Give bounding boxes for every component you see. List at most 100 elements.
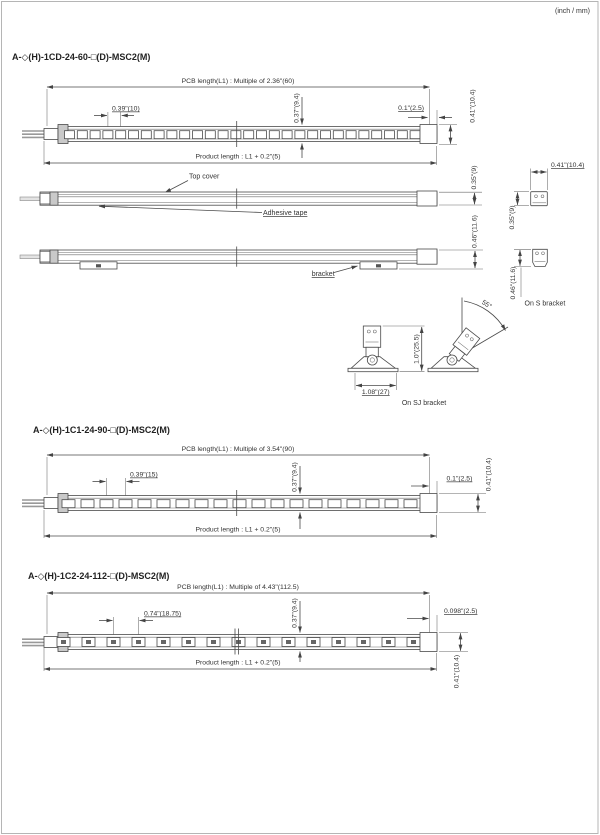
led — [64, 130, 75, 140]
led — [332, 130, 344, 140]
bare-end-section — [419, 632, 438, 652]
pcb-length-label: PCB length(L1) : Multiple of 3.54"(90) — [182, 446, 295, 453]
end-block — [416, 248, 438, 265]
product-length-label: Product length : L1 + 0.2"(5) — [196, 660, 281, 667]
led — [371, 130, 383, 140]
angle-arc — [463, 300, 506, 331]
led — [140, 130, 152, 140]
led — [294, 130, 306, 140]
led — [76, 130, 88, 140]
units-footnote: (inch / mm) — [555, 8, 590, 15]
led — [156, 499, 171, 509]
connector-wires — [22, 638, 44, 647]
led — [192, 130, 203, 140]
cross-section-body — [530, 191, 548, 207]
led-chip — [86, 640, 91, 644]
cover-height-dim-label: 0.35"(9) — [471, 166, 478, 190]
on-sj-bracket-caption: On SJ bracket — [402, 400, 446, 407]
pitch-dim-label: 0.74"(18.75) — [144, 611, 181, 618]
pitch-dim-label: 0.39"(15) — [130, 472, 158, 479]
led — [346, 499, 361, 509]
end-connector — [43, 636, 59, 648]
led — [166, 130, 178, 140]
led — [230, 130, 242, 140]
cross-section-width-dim-label: 0.41"(10.4) — [551, 162, 584, 169]
led — [251, 499, 266, 509]
lead-wire — [19, 196, 41, 201]
overall-width-dim-label: 0.41"(10.4) — [486, 458, 493, 491]
led — [217, 130, 229, 140]
led-chip — [61, 640, 66, 644]
led-chip — [286, 640, 291, 644]
strip-side-body — [39, 191, 438, 206]
overall-width-dim-label: 0.41"(10.4) — [454, 655, 461, 688]
led — [89, 130, 101, 140]
bracket-base-plate — [347, 367, 399, 373]
led — [118, 499, 133, 509]
led — [80, 499, 95, 509]
led — [384, 130, 395, 140]
bracket-label: bracket — [312, 271, 335, 278]
s-bracket-height-dim-label: 0.46"(11.6) — [510, 267, 517, 300]
end-block — [416, 190, 438, 207]
end-cap — [49, 249, 59, 264]
led — [327, 499, 342, 509]
led-chip — [386, 640, 391, 644]
led-chip — [211, 640, 216, 644]
end-gap-dim-label: 0.1"(2.5) — [398, 105, 424, 112]
model-title-2: A-◇(H)-1C1-24-90-□(D)-MSC2(M) — [33, 425, 170, 435]
led — [179, 130, 191, 140]
led — [61, 499, 76, 509]
pcb-length-label: PCB length(L1) : Multiple of 4.43"(112.5… — [177, 584, 299, 591]
led — [232, 499, 247, 509]
product-length-label: Product length : L1 + 0.2"(5) — [196, 527, 281, 534]
s3-dimensions: PCB length(L1) : Multiple of 4.43"(112.5… — [43, 584, 477, 688]
led-chip — [361, 640, 366, 644]
led — [320, 130, 331, 140]
led — [281, 130, 293, 140]
led — [175, 499, 190, 509]
end-connector — [43, 497, 59, 509]
sj-bracket-view-straight: 1.0"(25.5) 1.08"(27) — [347, 325, 425, 396]
section-1: A-◇(H)-1CD-24-60-□(D)-MSC2(M) PCB length… — [12, 52, 584, 407]
led — [115, 130, 127, 140]
section-2: A-◇(H)-1C1-24-90-□(D)-MSC2(M) PCB length… — [22, 425, 493, 538]
lead-wire — [19, 254, 41, 259]
led-chip — [261, 640, 266, 644]
pcb-length-label: PCB length(L1) : Multiple of 2.36"(60) — [182, 78, 295, 85]
pitch-dim-label: 0.39"(10) — [112, 106, 140, 113]
strip-top-view — [22, 121, 438, 147]
led-chip — [136, 640, 141, 644]
led — [308, 499, 323, 509]
pcb-width-dim-label: 0.37"(9.4) — [292, 598, 299, 628]
led — [99, 499, 114, 509]
strip-cross-section — [362, 325, 382, 348]
bare-end-section — [419, 124, 438, 144]
pcb-width-dim-label: 0.37"(9.4) — [292, 462, 299, 492]
strip-top-view — [22, 490, 438, 516]
end-connector — [39, 250, 51, 263]
led — [194, 499, 209, 509]
connector-wires — [22, 499, 44, 508]
product-length-label: Product length : L1 + 0.2"(5) — [196, 154, 281, 161]
on-s-bracket-caption: On S bracket — [525, 301, 566, 308]
led — [384, 499, 399, 509]
led — [307, 130, 319, 140]
led — [270, 499, 285, 509]
sj-height-dim-label: 1.0"(25.5) — [414, 334, 421, 364]
led — [403, 499, 418, 509]
led-chip — [311, 640, 316, 644]
led — [102, 130, 114, 140]
section-3: A-◇(H)-1C2-24-112-□(D)-MSC2(M) PCB lengt… — [22, 571, 477, 688]
overall-width-dim-label: 0.41"(10.4) — [470, 89, 477, 122]
tilted-strip-unit — [448, 327, 481, 362]
led-chip — [336, 640, 341, 644]
end-connector — [39, 192, 51, 205]
tilt-angle-label: 55° — [480, 298, 493, 310]
connector-wires — [22, 130, 44, 139]
led — [243, 130, 255, 140]
strip-side-body — [39, 249, 438, 264]
model-title-1: A-◇(H)-1CD-24-60-□(D)-MSC2(M) — [12, 52, 150, 62]
